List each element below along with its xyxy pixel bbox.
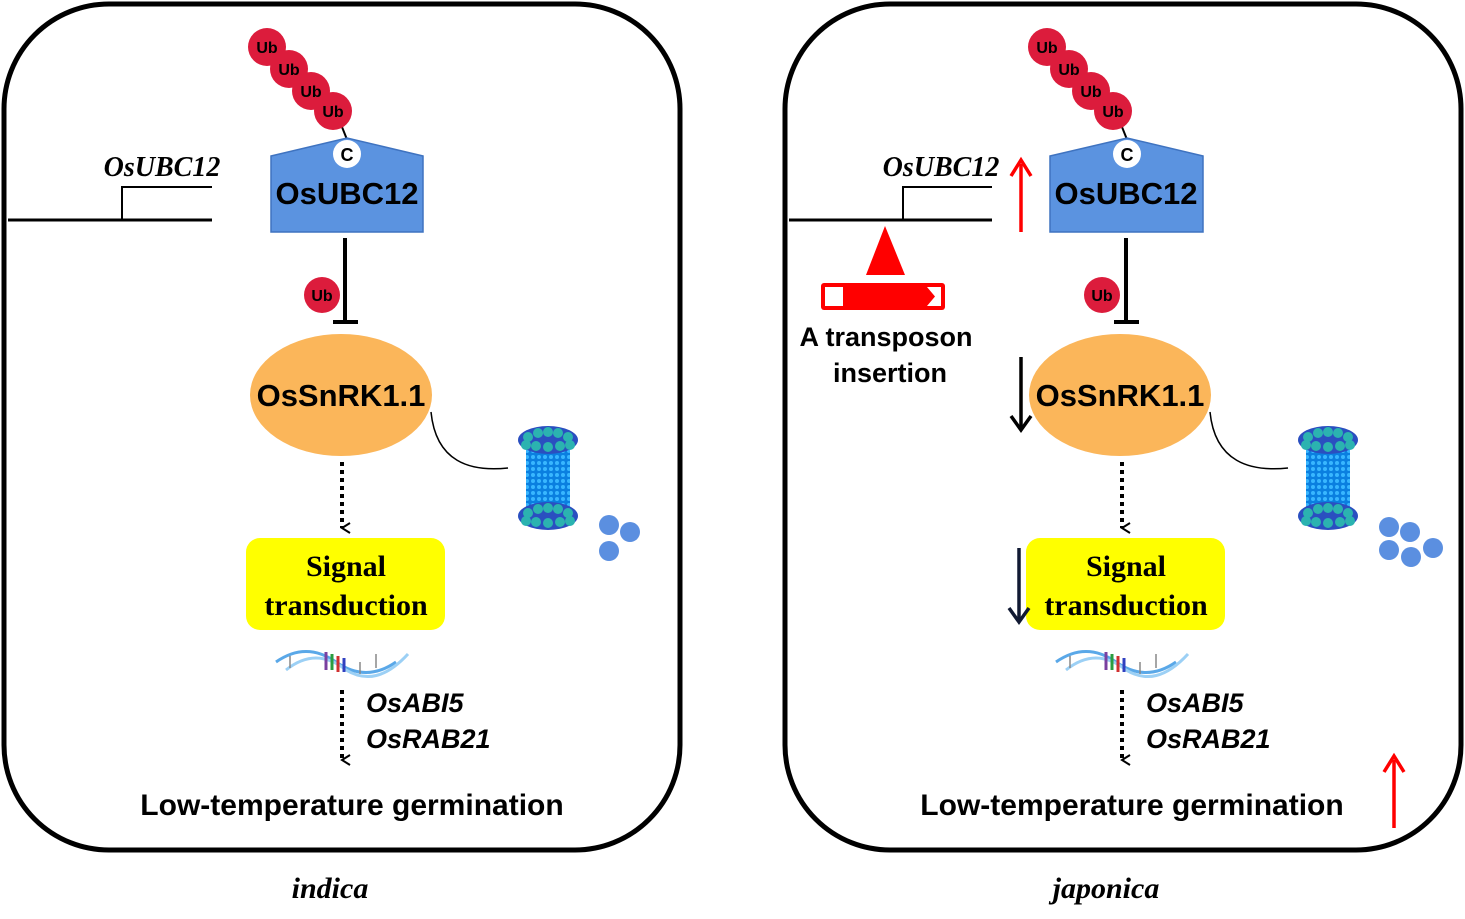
ubiquitin-label: Ub — [256, 40, 278, 57]
signal-label-line1: Signal — [1086, 550, 1166, 583]
ossnrk1-kinase: OsSnRK1.1 — [1029, 334, 1211, 456]
phenotype-label: Low-temperature germination — [920, 789, 1343, 822]
target-gene-label: OsRAB21 — [366, 724, 491, 754]
proteasome-icon — [1298, 426, 1358, 530]
upregulation-arrow-icon — [1009, 156, 1033, 232]
downregulation-arrow-icon — [1007, 548, 1031, 626]
transposon-label-line1: A transposon — [799, 322, 972, 352]
panel-japonica: OsUBC12 A transposon insertion Ub Ub Ub … — [782, 1, 1464, 853]
panel-indica: OsUBC12 Ub Ub Ub Ub C OsUBC12 Ub — [1, 1, 683, 853]
ubiquitin-label: Ub — [278, 62, 300, 79]
peptide-fragments-icon — [1379, 517, 1443, 567]
ubiquitin-icon — [1084, 277, 1120, 313]
degradation-connector — [430, 411, 509, 470]
phenotype-label: Low-temperature germination — [140, 789, 563, 822]
cysteine-site-icon — [1113, 140, 1141, 168]
ossnrk1-kinase: OsSnRK1.1 — [250, 334, 432, 456]
gene-label: OsUBC12 — [883, 152, 1000, 183]
ubiquitin-chain: Ub Ub Ub Ub — [1028, 28, 1132, 143]
ubiquitin-icon — [1094, 92, 1132, 130]
degradation-connector — [1209, 411, 1289, 470]
signal-transduction-box: Signal transduction — [246, 538, 445, 630]
transposon-insertion-icon — [821, 226, 945, 310]
ubiquitin-label: Ub — [1058, 62, 1080, 79]
ubiquitin-label: Ub — [1036, 40, 1058, 57]
dna-helix-icon — [275, 650, 410, 679]
ubiquitin-icon — [314, 92, 352, 130]
ubiquitin-label: Ub — [311, 288, 333, 305]
enzyme-label: OsUBC12 — [276, 176, 419, 211]
gene-structure: OsUBC12 — [8, 152, 221, 222]
upregulation-arrow-icon — [1382, 752, 1406, 828]
signal-transduction-box: Signal transduction — [1026, 538, 1225, 630]
gene-structure: OsUBC12 — [789, 152, 1000, 222]
ubiquitin-label: Ub — [1091, 288, 1113, 305]
downregulation-arrow-icon — [1009, 357, 1033, 434]
inhibition-arrow — [1114, 238, 1139, 324]
signal-label-line2: transduction — [264, 589, 428, 622]
ubiquitin-label: Ub — [300, 84, 322, 101]
cysteine-site-icon — [333, 140, 361, 168]
target-gene-label: OsRAB21 — [1146, 724, 1271, 754]
proteasome-icon — [518, 426, 578, 530]
ubiquitin-chain: Ub Ub Ub Ub — [248, 28, 352, 143]
target-gene-label: OsABI5 — [366, 688, 465, 718]
kinase-label: OsSnRK1.1 — [1036, 378, 1205, 413]
panel-border — [782, 1, 1464, 853]
panel-caption-indica: indica — [292, 872, 369, 905]
signal-label-line1: Signal — [306, 550, 386, 583]
ubiquitin-label: Ub — [1102, 104, 1124, 121]
peptide-fragments-icon — [599, 515, 640, 561]
cysteine-label: C — [341, 145, 354, 165]
osubc12-enzyme: C OsUBC12 — [1049, 137, 1204, 233]
panel-caption-japonica: japonica — [1049, 872, 1160, 905]
panel-border — [1, 1, 683, 853]
ubiquitin-label: Ub — [322, 104, 344, 121]
inhibition-arrow — [333, 238, 358, 324]
cysteine-label: C — [1121, 145, 1134, 165]
kinase-label: OsSnRK1.1 — [257, 378, 426, 413]
ubiquitin-icon — [304, 277, 340, 313]
ubiquitin-label: Ub — [1080, 84, 1102, 101]
osubc12-enzyme: C OsUBC12 — [270, 137, 424, 233]
transposon-label-line2: insertion — [833, 358, 947, 388]
gene-label: OsUBC12 — [104, 152, 221, 183]
signal-label-line2: transduction — [1044, 589, 1208, 622]
enzyme-label: OsUBC12 — [1055, 176, 1198, 211]
dna-helix-icon — [1055, 650, 1190, 679]
target-gene-label: OsABI5 — [1146, 688, 1245, 718]
